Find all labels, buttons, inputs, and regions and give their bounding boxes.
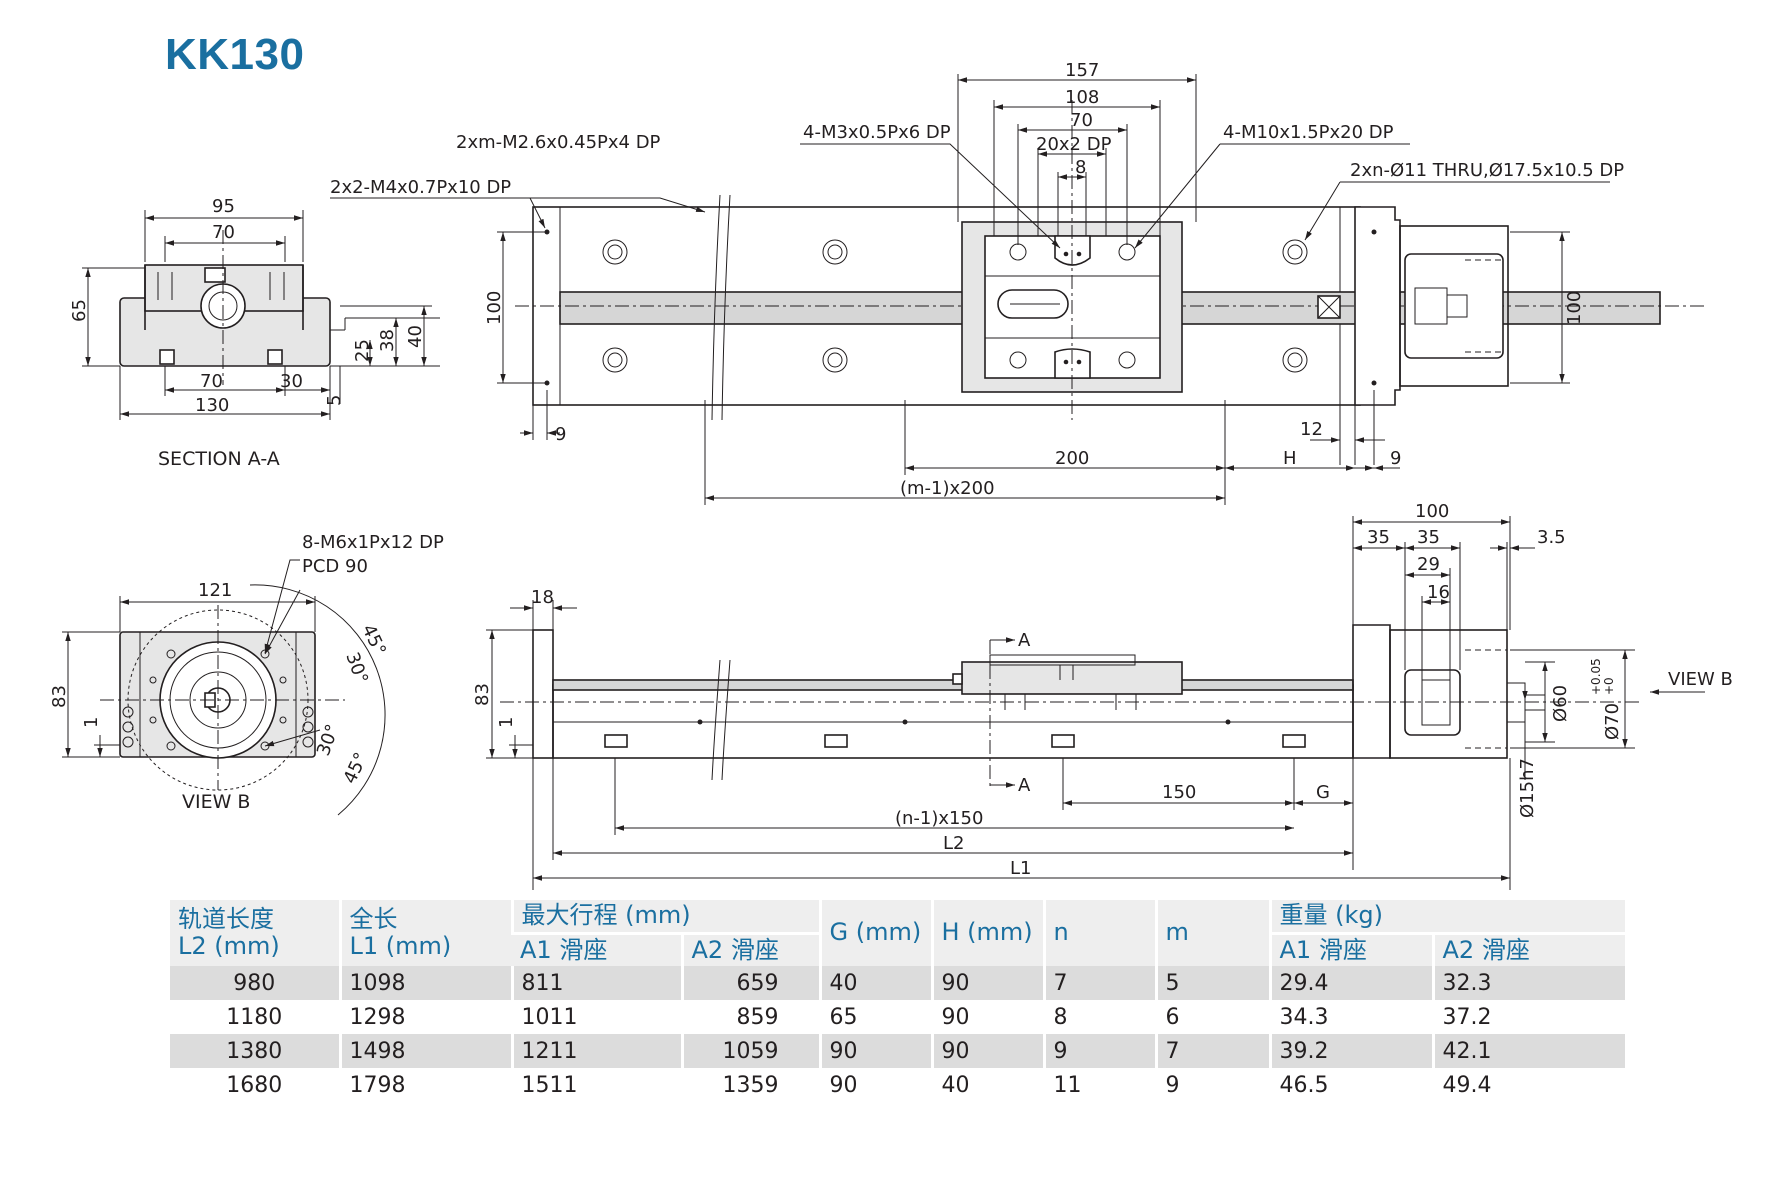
- dim-29: 29: [1417, 554, 1440, 575]
- view-b: 8-M6x1Px12 DP PCD 90 121 83 1 45° 30° 30…: [49, 532, 444, 816]
- dim-20x2: 20x2 DP: [1036, 134, 1112, 155]
- header-total-length: 全长 L1 (mm): [338, 900, 512, 967]
- dim-1-side: 1: [496, 717, 517, 728]
- dim-35-b: 35: [1417, 527, 1440, 548]
- dim-130: 130: [195, 395, 229, 416]
- header-weight-a2: A2 滑座: [1431, 933, 1625, 967]
- dim-30: 30: [280, 371, 303, 392]
- dim-108: 108: [1065, 87, 1099, 108]
- dim-83-left: 83: [49, 685, 70, 708]
- callout-m3: 4-M3x0.5Px6 DP: [803, 122, 951, 143]
- dim-9-left: 9: [555, 424, 566, 445]
- dim-100-left: 100: [484, 291, 505, 325]
- dim-5: 5: [324, 395, 345, 406]
- section-aa-caption: SECTION A-A: [158, 448, 280, 470]
- view-b-caption: VIEW B: [182, 791, 250, 813]
- header-weight: 重量 (kg): [1268, 900, 1625, 935]
- dim-dia-70: Ø70: [1602, 703, 1623, 740]
- table-row: 980 1098 811 659 40 90 7 5 29.4 32.3: [170, 966, 1625, 1001]
- dim-9-right: 9: [1390, 448, 1401, 469]
- header-weight-a1: A1 滑座: [1268, 933, 1433, 967]
- dim-n-pitch: (n-1)x150: [895, 808, 983, 829]
- technical-drawing: 95 70 65 25 38 40 70 30 130 5 SECTION A-…: [49, 60, 1733, 890]
- dim-dia-60: Ø60: [1550, 685, 1571, 722]
- section-aa-view: 95 70 65 25 38 40 70 30 130 5 SECTION A-…: [69, 196, 440, 470]
- dim-h: H: [1283, 448, 1297, 469]
- dim-100-right: 100: [1564, 291, 1585, 325]
- callout-thru: 2xn-Ø11 THRU,Ø17.5x10.5 DP: [1350, 160, 1624, 181]
- dim-l2: L2: [943, 833, 964, 854]
- dim-38: 38: [377, 329, 398, 352]
- dim-40: 40: [405, 325, 426, 348]
- model-title: KK130: [165, 30, 305, 79]
- dim-35-a: 35: [1367, 527, 1390, 548]
- side-view: 18 83 1 A A 150 G (n-1)x150 L2 L1 100 35…: [472, 501, 1733, 890]
- angle-30-top: 30°: [341, 650, 372, 687]
- dim-100-end: 100: [1415, 501, 1449, 522]
- dim-83-side: 83: [472, 683, 493, 706]
- top-view: 2xm-M2.6x0.45Px4 DP 2x2-M4x0.7Px10 DP 4-…: [330, 60, 1705, 505]
- dim-121: 121: [198, 580, 232, 601]
- angle-30-bottom: 30°: [313, 722, 344, 759]
- dim-m-pitch: (m-1)x200: [900, 478, 995, 499]
- header-stroke-a2: A2 滑座: [680, 933, 820, 967]
- dim-70-bottom: 70: [200, 371, 223, 392]
- dim-3-5: 3.5: [1537, 527, 1566, 548]
- callout-m4: 2x2-M4x0.7Px10 DP: [330, 177, 511, 198]
- header-n: n: [1042, 900, 1156, 967]
- specification-table: 轨道长度 L2 (mm) 全长 L1 (mm) 最大行程 (mm) G (mm)…: [170, 900, 1625, 1103]
- table-row: 1180 1298 1011 859 65 90 8 6 34.3 37.2: [170, 1000, 1625, 1035]
- dim-16: 16: [1427, 582, 1450, 603]
- tol-plus: +0.05: [1589, 658, 1603, 695]
- view-b-arrow-label: VIEW B: [1668, 669, 1733, 690]
- dim-200: 200: [1055, 448, 1089, 469]
- dim-157: 157: [1065, 60, 1099, 81]
- section-mark-a-bottom: A: [1018, 775, 1031, 796]
- table-row: 1680 1798 1511 1359 90 40 11 9 46.5 49.4: [170, 1068, 1625, 1103]
- dim-70-top: 70: [212, 222, 235, 243]
- dim-g: G: [1316, 782, 1330, 803]
- dim-25: 25: [352, 339, 373, 362]
- dim-12: 12: [1300, 419, 1323, 440]
- dim-dia-15: Ø15h7: [1517, 758, 1538, 818]
- callout-pcd: PCD 90: [302, 556, 368, 577]
- header-rail-length: 轨道长度 L2 (mm): [170, 900, 340, 967]
- dim-l1: L1: [1010, 858, 1031, 879]
- header-g: G (mm): [818, 900, 932, 967]
- callout-m10: 4-M10x1.5Px20 DP: [1223, 122, 1394, 143]
- callout-m26: 2xm-M2.6x0.45Px4 DP: [456, 132, 661, 153]
- header-h: H (mm): [930, 900, 1044, 967]
- dim-8: 8: [1075, 157, 1086, 178]
- dim-18: 18: [531, 587, 554, 608]
- dim-70: 70: [1070, 110, 1093, 131]
- dim-95: 95: [212, 196, 235, 217]
- callout-m6: 8-M6x1Px12 DP: [302, 532, 444, 553]
- dim-150: 150: [1162, 782, 1196, 803]
- header-m: m: [1154, 900, 1270, 967]
- section-mark-a-top: A: [1018, 630, 1031, 651]
- dim-1-left: 1: [81, 717, 102, 728]
- dim-65: 65: [69, 299, 90, 322]
- tol-zero: +0: [1602, 677, 1616, 695]
- header-max-stroke: 最大行程 (mm): [510, 900, 820, 935]
- table-row: 1380 1498 1211 1059 90 90 9 7 39.2 42.1: [170, 1034, 1625, 1069]
- header-stroke-a1: A1 滑座: [512, 933, 682, 967]
